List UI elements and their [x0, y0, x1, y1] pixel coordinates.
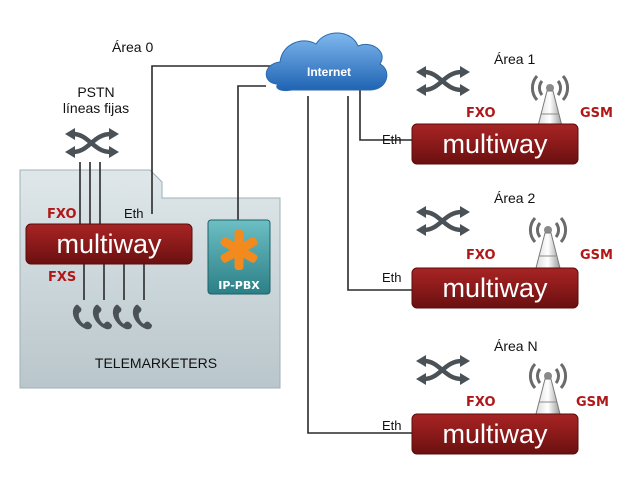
ip-pbx-label: IP-PBX: [218, 279, 260, 292]
area-2-gsm-label: GSM: [580, 248, 613, 263]
area-n-gsm-antenna-icon: [528, 362, 568, 416]
multiway-logo-main: multiway: [56, 229, 162, 259]
area-1-eth-label: Eth: [382, 132, 402, 147]
area-0-label: Área 0: [112, 39, 153, 55]
area-1-gsm-label: GSM: [580, 106, 613, 121]
multiway-gateway-area-1: multiway: [411, 123, 579, 165]
area-n-fxo-label: FXO: [466, 395, 496, 410]
multiway-gateway-main: multiway: [25, 223, 193, 265]
asterisk-icon: [220, 230, 258, 270]
area-2-fxo-label: FXO: [466, 248, 496, 263]
pstn-switch-icon: [65, 128, 119, 158]
area-2-label: Área 2: [494, 190, 535, 206]
internet-cloud: Internet: [265, 32, 388, 91]
multiway-gateway-area-2: multiway: [411, 267, 579, 309]
area-n-eth-label: Eth: [382, 418, 402, 433]
fxo-label-main: FXO: [47, 207, 77, 222]
fxs-label-main: FXS: [48, 270, 76, 285]
area-1-label: Área 1: [494, 51, 535, 67]
area-n-label: Área N: [494, 338, 538, 354]
area-1-fxo-label: FXO: [466, 106, 496, 121]
telemarketers-label: TELEMARKETERS: [95, 355, 217, 371]
area-1-switch-icon: [416, 66, 470, 96]
area-n-switch-icon: [416, 355, 470, 385]
multiway-logo-area-n: multiway: [442, 419, 548, 449]
multiway-logo-area-2: multiway: [442, 273, 548, 303]
eth-label-main: Eth: [124, 206, 144, 221]
area-2-gsm-antenna-icon: [528, 216, 568, 270]
area-2-eth-label: Eth: [382, 270, 402, 285]
multiway-logo-area-1: multiway: [442, 129, 548, 159]
multiway-gateway-area-n: multiway: [411, 413, 579, 455]
internet-label: Internet: [307, 65, 351, 79]
pstn-label: PSTN: [77, 84, 114, 100]
area-n-gsm-label: GSM: [576, 395, 609, 410]
ip-pbx-box: IP-PBX: [207, 219, 271, 295]
area-2-switch-icon: [416, 206, 470, 236]
connection-lines: [79, 65, 412, 434]
area-1-gsm-antenna-icon: [530, 74, 570, 128]
lineas-fijas-label: líneas fijas: [63, 100, 129, 116]
